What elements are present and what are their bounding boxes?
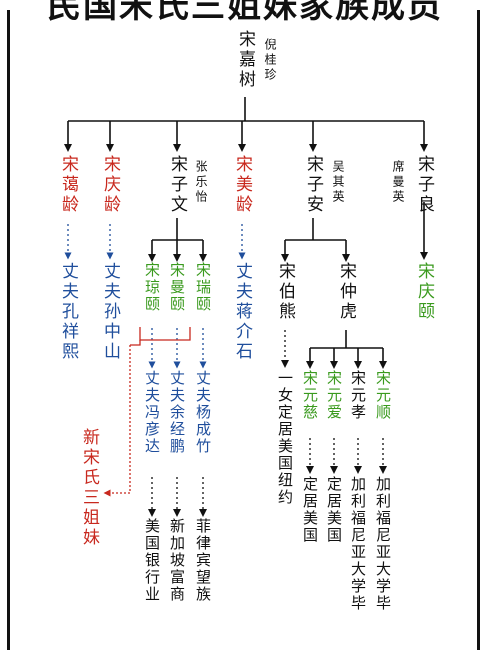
frame-top xyxy=(0,0,487,14)
page-title: 民国宋氏三姐妹家族成员 xyxy=(47,0,443,26)
zhonghu-child-3: 宋元孝 xyxy=(349,370,367,421)
meiling-husband: 丈夫蒋介石 xyxy=(232,262,252,362)
child-ziang: 宋子安 xyxy=(303,155,323,215)
ziliang-spouse: 席曼英 xyxy=(391,160,405,205)
ailing-husband: 丈夫孔祥熙 xyxy=(58,262,78,362)
zhonghu-child-1-note: 定居美国 xyxy=(301,476,319,544)
new-sisters-label: 新宋氏三姐妹 xyxy=(79,428,99,548)
ziwen-daughter-2-husband: 丈夫余经鹏 xyxy=(168,370,186,455)
ziang-son-1-note: 一女定居美国纽约 xyxy=(276,370,294,506)
zhonghu-child-4: 宋元顺 xyxy=(374,370,392,421)
ziang-spouse: 吴其英 xyxy=(331,160,345,205)
ziwen-daughter-3-note: 菲律宾望族 xyxy=(194,518,212,603)
child-ziwen: 宋子文 xyxy=(167,155,187,215)
qingling-husband: 丈夫孙中山 xyxy=(100,262,120,362)
ziwen-daughter-3: 宋瑞颐 xyxy=(194,262,212,313)
ziwen-daughter-3-husband: 丈夫杨成竹 xyxy=(194,370,212,455)
child-ailing: 宋蔼龄 xyxy=(58,155,78,215)
zhonghu-child-1: 宋元慈 xyxy=(301,370,319,421)
ziwen-daughter-1-husband: 丈夫冯彦达 xyxy=(143,370,161,455)
ziang-son-2: 宋仲虎 xyxy=(336,262,356,322)
root-name: 宋嘉树 xyxy=(235,30,255,90)
ziwen-daughter-1-note: 美国银行业 xyxy=(143,518,161,603)
zhonghu-child-2-note: 定居美国 xyxy=(325,476,343,544)
frame-left-border xyxy=(7,10,10,650)
child-ziliang: 宋子良 xyxy=(414,155,434,215)
child-meiling: 宋美龄 xyxy=(232,155,252,215)
frame-right-border xyxy=(477,10,480,650)
ziwen-spouse: 张乐怡 xyxy=(194,160,208,205)
ziang-son-1: 宋伯熊 xyxy=(275,262,295,322)
ziwen-daughter-1: 宋琼颐 xyxy=(143,262,161,313)
child-qingling: 宋庆龄 xyxy=(100,155,120,215)
zhonghu-child-4-note: 加利福尼亚大学毕 xyxy=(374,476,392,612)
ziwen-daughter-2-note: 新加坡富商 xyxy=(168,518,186,603)
ziliang-child: 宋庆颐 xyxy=(414,262,434,322)
ziwen-daughter-2: 宋曼颐 xyxy=(168,262,186,313)
root-spouse: 倪桂珍 xyxy=(263,38,277,83)
zhonghu-child-3-note: 加利福尼亚大学毕 xyxy=(349,476,367,612)
zhonghu-child-2: 宋元爱 xyxy=(325,370,343,421)
